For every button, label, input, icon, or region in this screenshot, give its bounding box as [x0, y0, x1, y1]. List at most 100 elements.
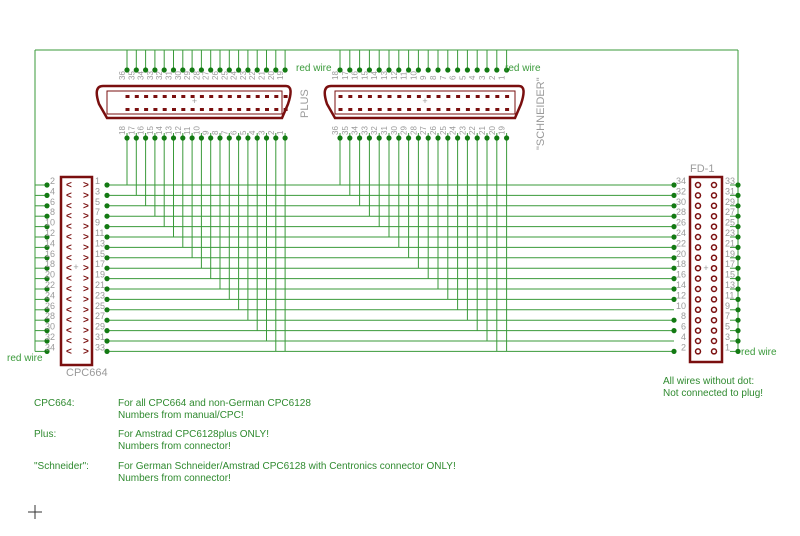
junction-dot — [735, 203, 741, 209]
pin-label: 13 — [380, 71, 389, 80]
junction-dot — [406, 135, 412, 141]
junction-dot — [504, 135, 510, 141]
pin-label: 2 — [50, 176, 55, 186]
junction-dot — [671, 296, 677, 302]
pin-contact — [485, 108, 490, 111]
junction-dot — [671, 255, 677, 261]
pin-label: 16 — [45, 249, 55, 259]
pin-hole — [694, 254, 702, 262]
pin-label: 1 — [95, 176, 100, 186]
pin-label: 29 — [95, 322, 105, 332]
pin-contact — [134, 108, 139, 111]
pin-label: 23 — [95, 290, 105, 300]
pin-label: 17 — [127, 126, 136, 135]
pin-hole — [710, 327, 718, 334]
pin-label: 21 — [95, 280, 105, 290]
pin-label: 5 — [458, 75, 467, 80]
pin-label: 26 — [45, 301, 55, 311]
pin-label: 34 — [351, 126, 360, 135]
pin-hole — [710, 202, 718, 210]
pin-contact: > — [83, 294, 89, 305]
pin-contact — [190, 95, 195, 98]
pin-hole — [694, 285, 702, 293]
pin-hole — [694, 192, 702, 199]
pin-label: 15 — [146, 126, 155, 135]
pin-label: 19 — [498, 126, 507, 135]
junction-dot — [44, 328, 50, 334]
pin-label: 19 — [276, 71, 285, 80]
pin-label: 13 — [725, 280, 735, 290]
pin-contact — [144, 108, 149, 111]
junction-dot — [376, 135, 382, 141]
junction-dot — [282, 67, 288, 73]
junction-dot — [464, 135, 470, 141]
junction-dot — [735, 182, 741, 188]
pin-label: 35 — [127, 71, 136, 80]
pin-label: 25 — [725, 218, 735, 228]
junction-dot — [189, 135, 195, 141]
pin-hole — [710, 233, 718, 241]
junction-dot — [44, 265, 50, 271]
junction-dot — [208, 67, 214, 73]
pin-contact: < — [66, 305, 72, 316]
legend-note-line: Not connected to plug! — [663, 388, 764, 399]
pin-label: 33 — [95, 342, 105, 352]
pin-label: 24 — [449, 126, 458, 135]
junction-dot — [671, 234, 677, 240]
junction-dot — [474, 135, 480, 141]
junction-dot — [735, 348, 741, 354]
origin-mark: + — [703, 263, 708, 273]
pin-contact — [446, 108, 451, 111]
pin-label: 3 — [478, 75, 487, 80]
pin-label: 31 — [725, 186, 735, 196]
junction-dot — [133, 67, 139, 73]
pin-label: 29 — [400, 126, 409, 135]
pin-contact — [199, 108, 204, 111]
pin-hole — [710, 264, 718, 272]
pin-contact — [397, 108, 402, 111]
pin-label: 28 — [192, 71, 201, 80]
pin-label: 6 — [449, 75, 458, 80]
note-text-schneider: For German Schneider/Amstrad CPC6128 wit… — [118, 461, 456, 485]
pin-hole — [710, 348, 718, 355]
pin-contact — [172, 95, 176, 98]
pin-hole — [710, 181, 718, 189]
pin-label: 34 — [45, 342, 55, 352]
pin-contact — [358, 108, 363, 111]
pin-label: 5 — [239, 130, 248, 135]
pin-label: 13 — [165, 126, 174, 135]
pin-contact — [485, 95, 490, 98]
junction-dot — [671, 286, 677, 292]
junction-dot — [445, 67, 451, 73]
pin-label: 20 — [488, 126, 497, 135]
junction-dot — [104, 296, 110, 302]
junction-dot — [366, 135, 372, 141]
junction-dot — [415, 67, 421, 73]
junction-dot — [735, 317, 741, 323]
pin-hole — [694, 296, 702, 303]
pin-contact — [456, 95, 461, 98]
pin-contact: < — [66, 222, 72, 233]
junction-dot — [425, 135, 431, 141]
junction-dot — [217, 135, 223, 141]
junction-dot — [357, 67, 363, 73]
red-wire-label: red wire — [741, 347, 777, 358]
pin-hole — [694, 337, 702, 345]
junction-dot — [104, 213, 110, 219]
pin-label: 15 — [360, 71, 369, 80]
pin-label: 10 — [192, 126, 201, 135]
pin-label: 14 — [370, 71, 379, 80]
pin-contact: < — [66, 263, 72, 274]
junction-dot — [671, 265, 677, 271]
junction-dot — [435, 67, 441, 73]
pin-label: 6 — [230, 130, 239, 135]
note-line: For German Schneider/Amstrad CPC6128 wit… — [118, 461, 456, 472]
junction-dot — [104, 244, 110, 250]
junction-dot — [366, 67, 372, 73]
pin-label: 13 — [95, 238, 105, 248]
junction-dot — [236, 67, 242, 73]
pin-contact: > — [83, 242, 89, 253]
pin-contact — [227, 108, 232, 111]
pin-hole — [694, 327, 702, 334]
junction-dot — [254, 67, 260, 73]
